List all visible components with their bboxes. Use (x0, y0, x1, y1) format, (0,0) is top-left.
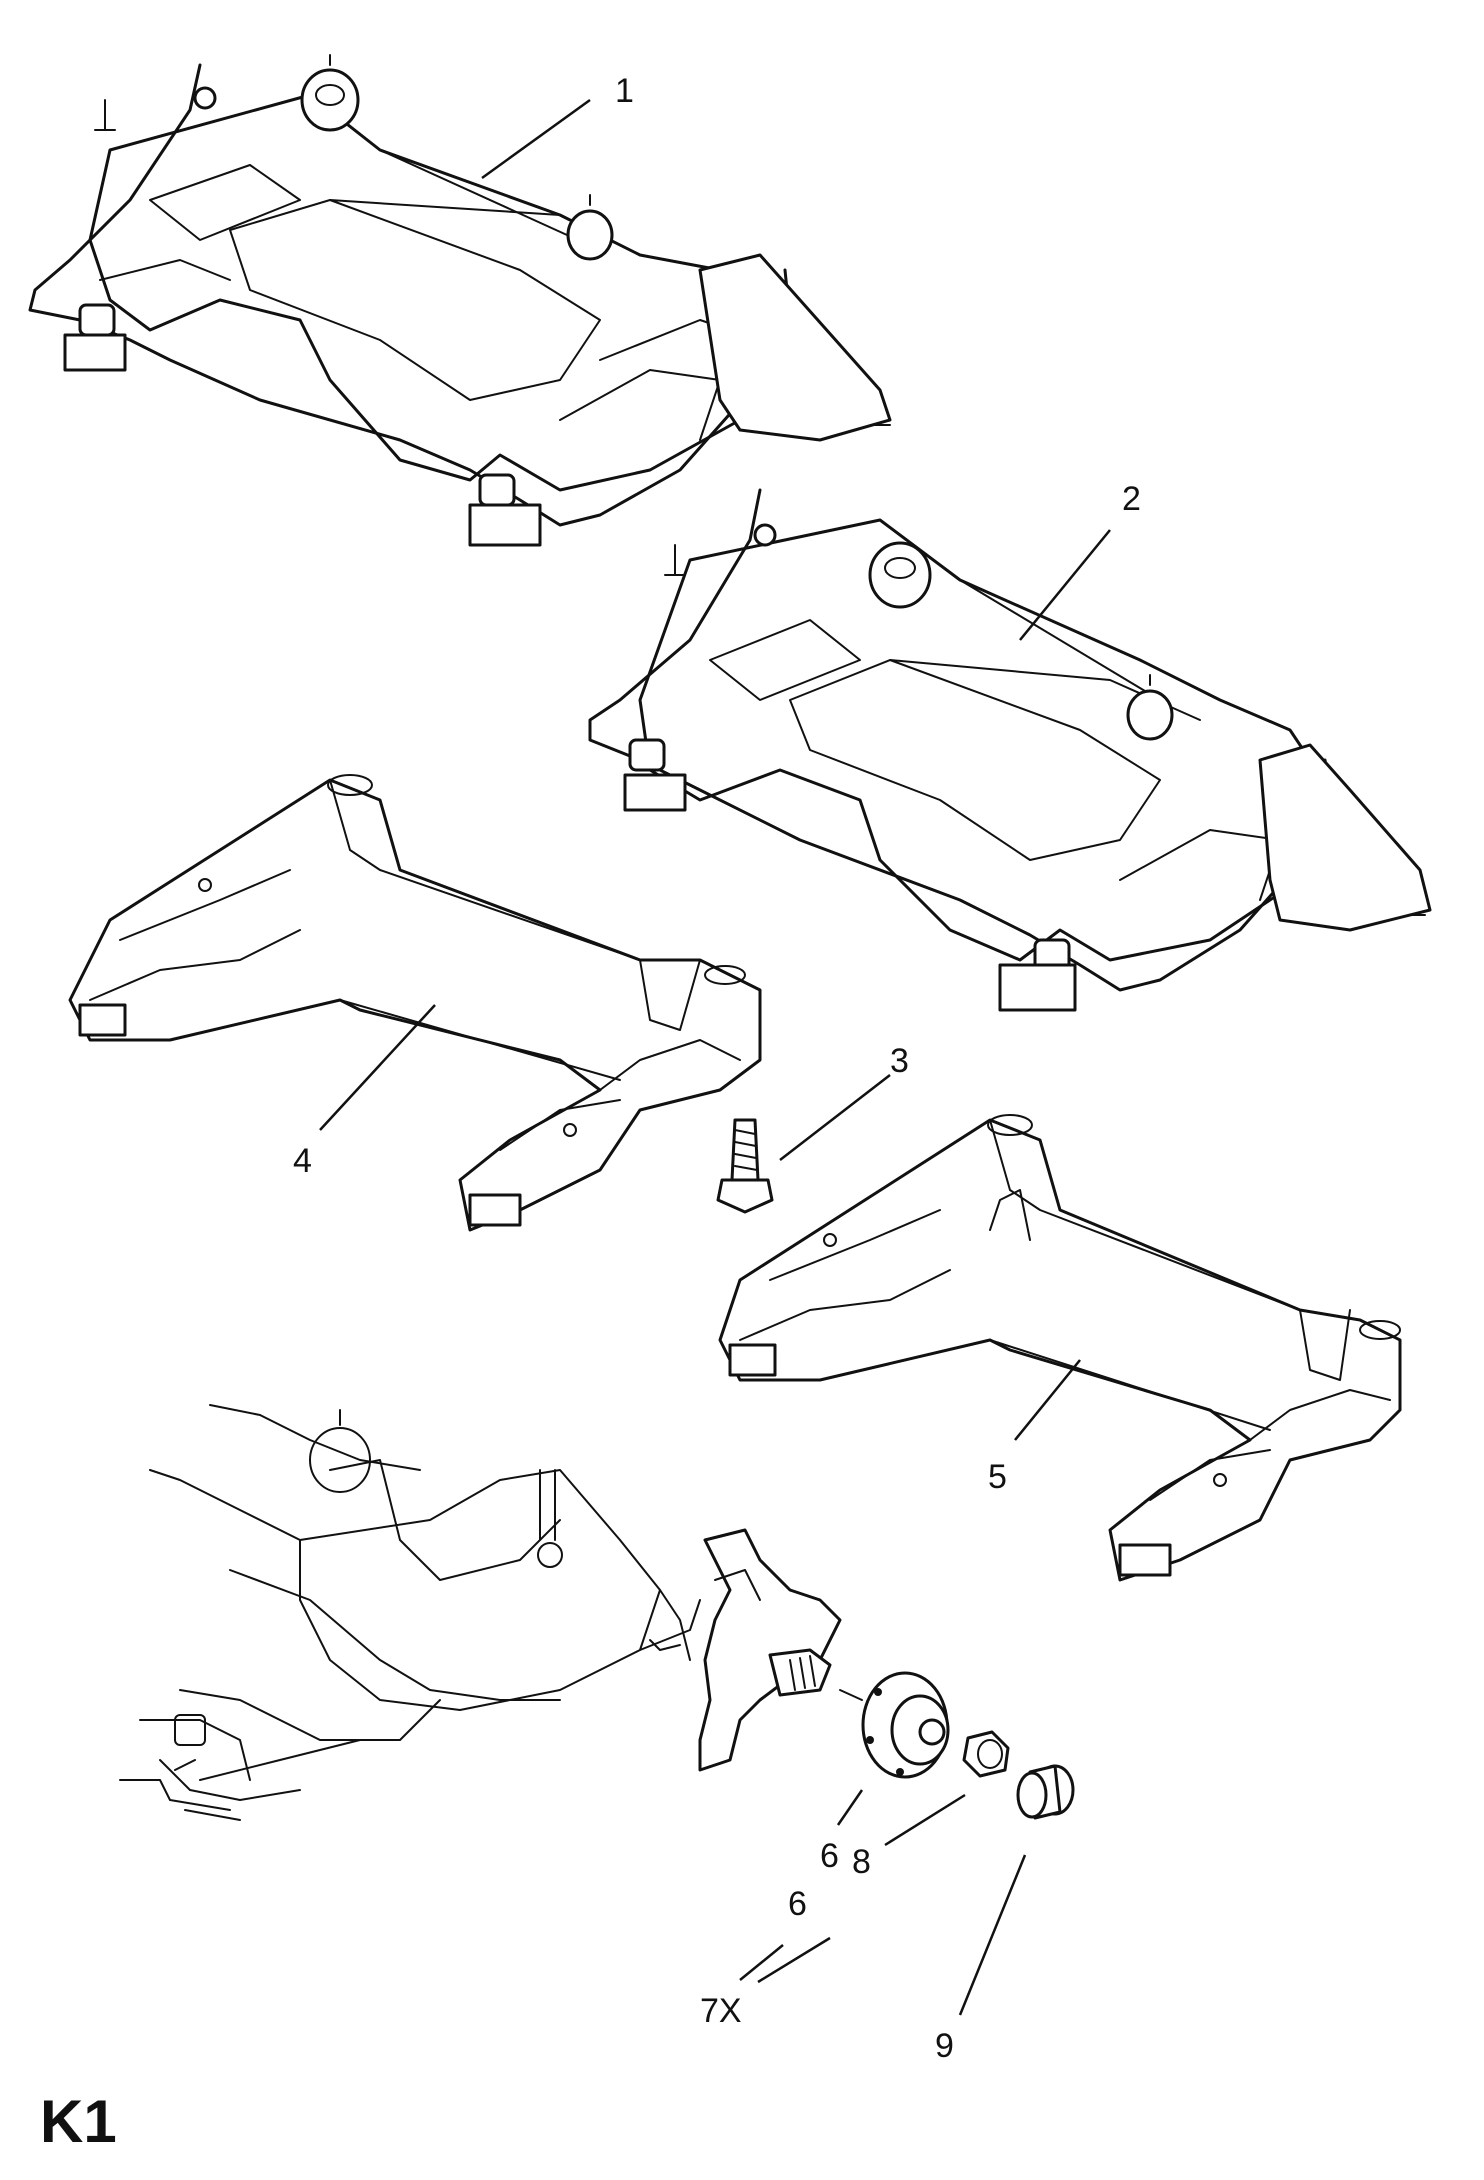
callout-1: 1 (615, 72, 634, 110)
callout-6-upper: 6 (820, 1837, 839, 1875)
callout-9: 9 (935, 2027, 954, 2065)
callout-2: 2 (1122, 480, 1141, 518)
leader-2 (1019, 529, 1111, 641)
callout-numbers: 1 2 3 4 5 6 6 7X 8 9 (293, 72, 1141, 2065)
subframe-4 (68, 774, 762, 1232)
leader-7x-b (757, 1936, 831, 1984)
leader-3 (779, 1074, 891, 1161)
subframe-with-stabilizer-1 (28, 54, 892, 547)
callout-3: 3 (890, 1042, 909, 1080)
hub-nut-8 (962, 1730, 1010, 1778)
hub-cap-9 (1016, 1764, 1075, 1820)
callout-8: 8 (852, 1843, 871, 1881)
leader-8 (884, 1793, 966, 1847)
leader-4 (319, 1004, 436, 1131)
page-label: K1 (40, 2088, 117, 2155)
wheel-hub-6 (839, 1671, 950, 1779)
leader-9 (958, 1854, 1027, 2016)
callout-4: 4 (293, 1142, 312, 1180)
bolt-3 (716, 1118, 774, 1214)
callout-7x: 7X (700, 1992, 742, 2030)
leader-lines (319, 98, 1111, 2016)
callout-6-lower: 6 (788, 1885, 807, 1923)
leader-6 (836, 1789, 864, 1826)
leader-7x-a (739, 1944, 784, 1981)
callout-5: 5 (988, 1458, 1007, 1496)
steering-knuckle-6 (698, 1528, 842, 1772)
leader-1 (481, 98, 591, 180)
subframe-5 (718, 1114, 1402, 1582)
assembly-view (119, 1404, 701, 1821)
subframe-with-stabilizer-2 (588, 488, 1432, 1012)
leader-5 (1014, 1359, 1081, 1441)
